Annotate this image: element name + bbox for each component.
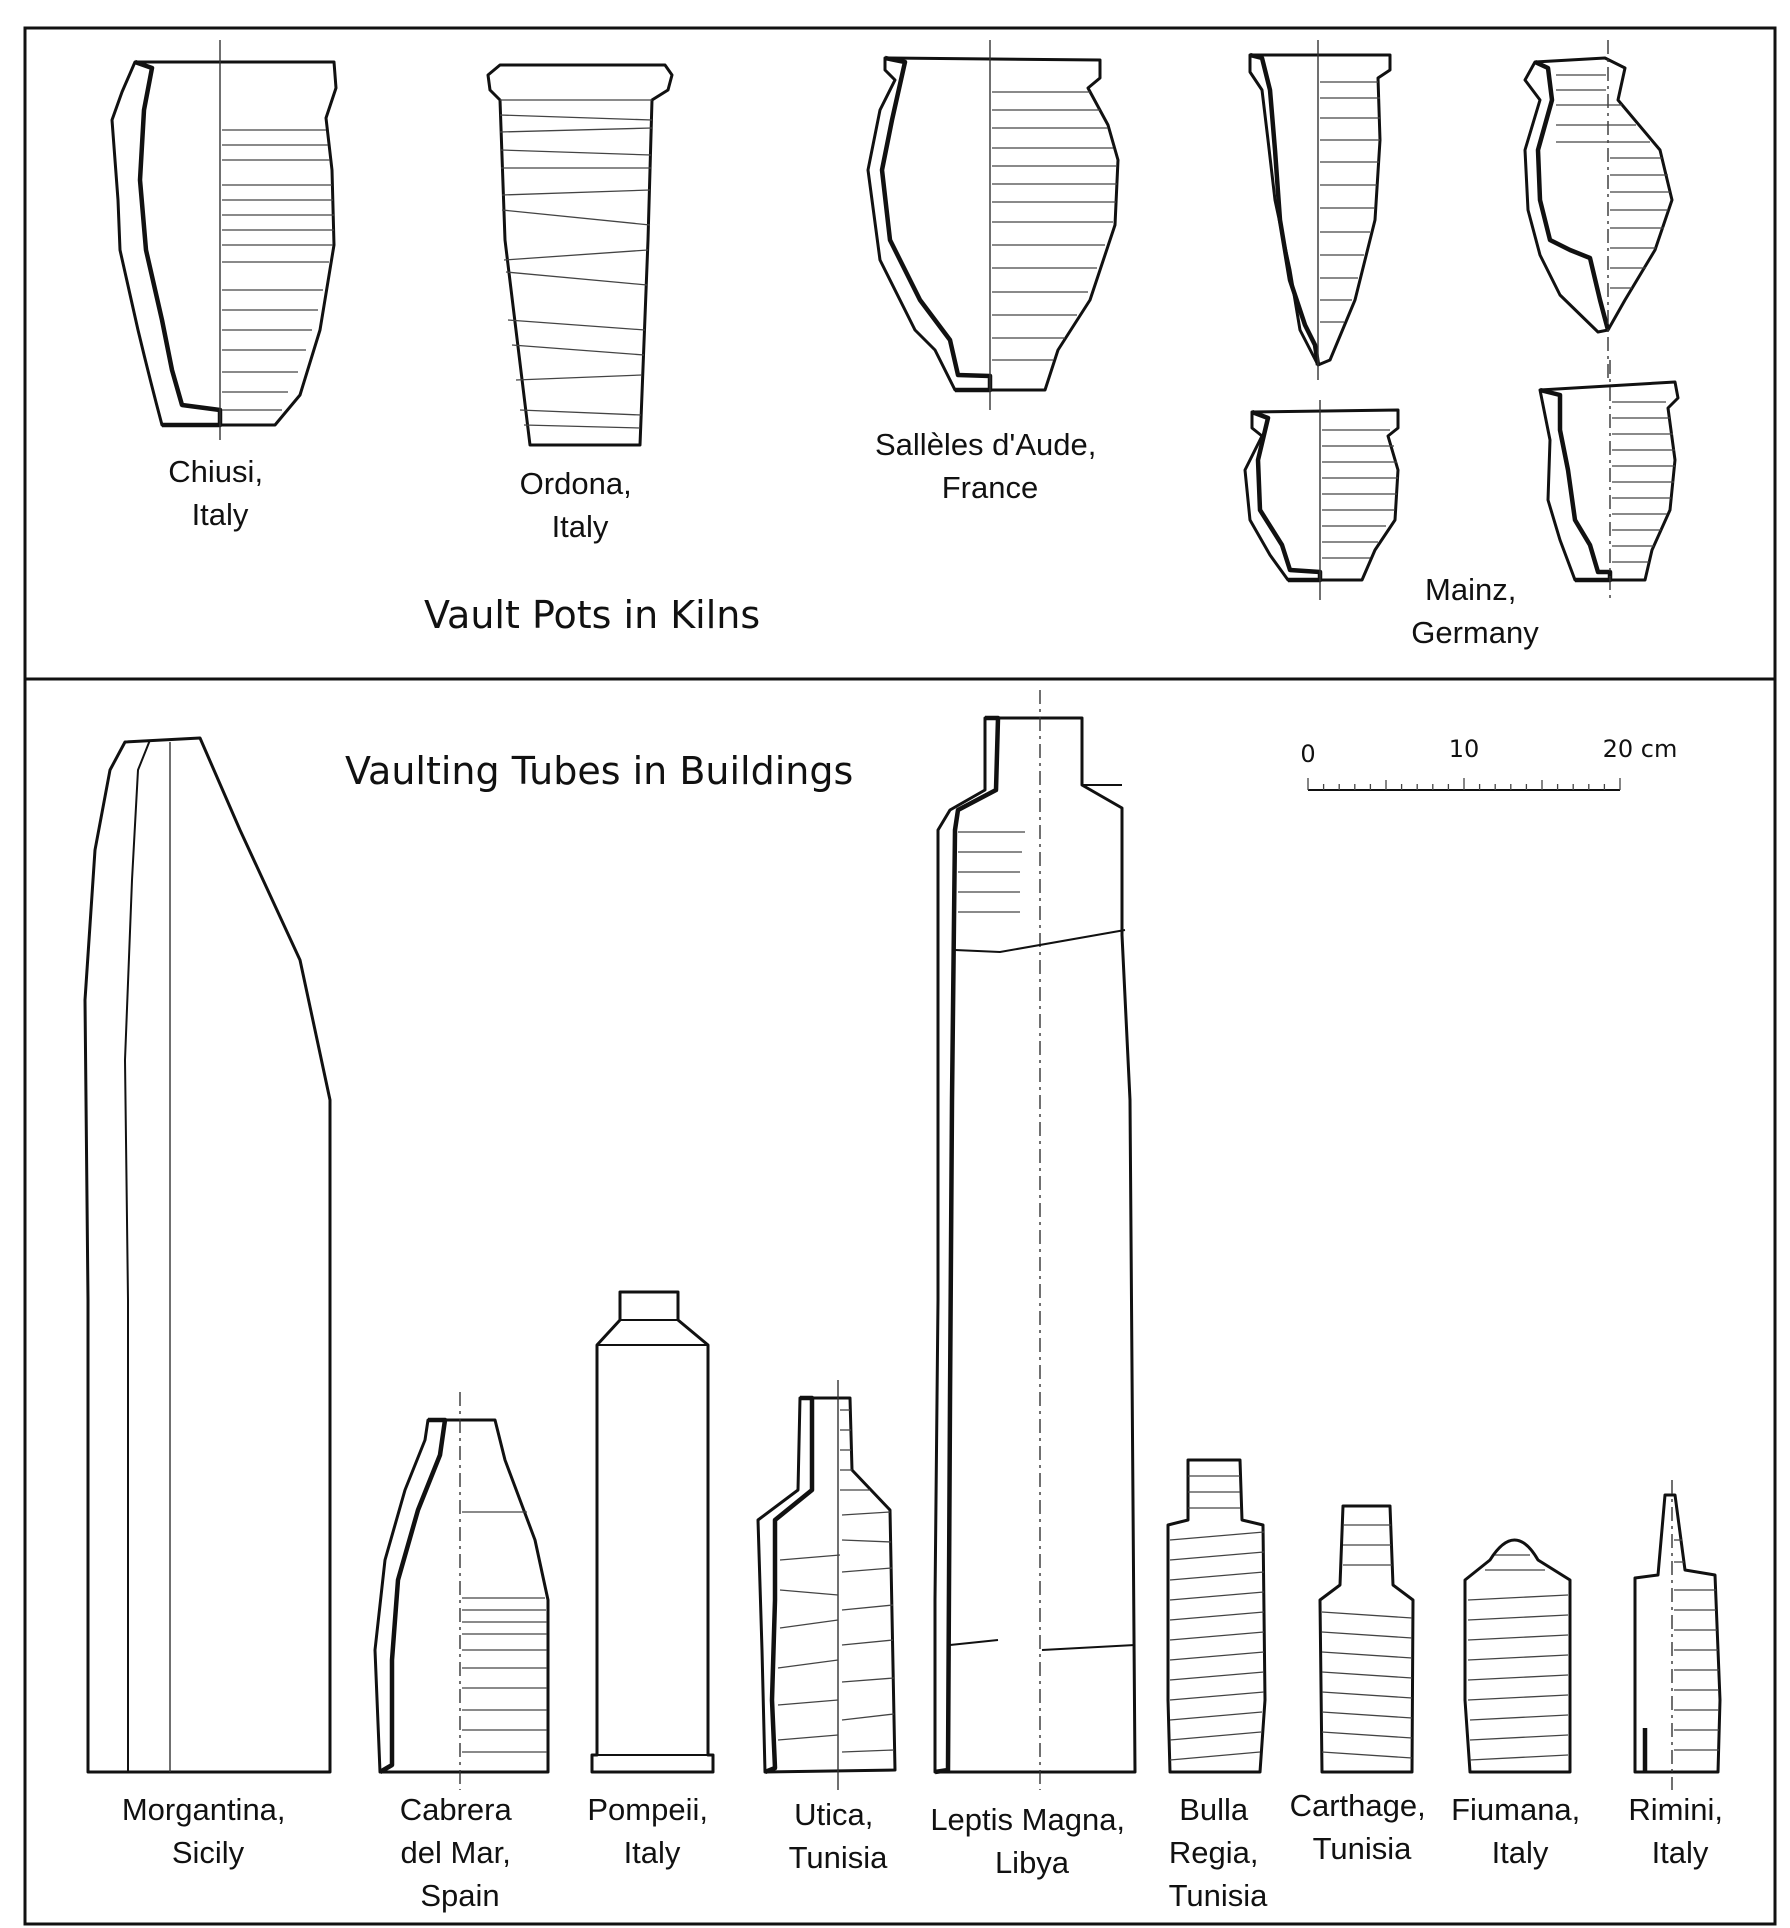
tube-carthage bbox=[1318, 1504, 1415, 1774]
label-morgantina: Morgantina, Sicily bbox=[122, 1792, 294, 1870]
label-fiumana: Fiumana, Italy bbox=[1451, 1792, 1589, 1870]
scale-label-10: 10 bbox=[1449, 735, 1480, 763]
pot-ordona bbox=[486, 63, 674, 447]
label-utica: Utica, Tunisia bbox=[789, 1797, 889, 1875]
pot-mainz-3 bbox=[1243, 400, 1400, 600]
pot-mainz-1 bbox=[1248, 40, 1392, 380]
tube-utica bbox=[756, 1380, 897, 1790]
heading-vault-pots-in-kilns: Vault Pots in Kilns bbox=[424, 593, 760, 637]
label-mainz: Mainz, Germany bbox=[1411, 572, 1539, 650]
label-leptis-magna: Leptis Magna, Libya bbox=[930, 1802, 1133, 1880]
tube-pompeii bbox=[590, 1290, 715, 1774]
heading-vaulting-tubes: Vaulting Tubes in Buildings bbox=[345, 749, 853, 793]
label-bulla-regia: Bulla Regia, Tunisia bbox=[1169, 1792, 1269, 1913]
pot-chiusi bbox=[110, 40, 338, 440]
tube-bulla-regia bbox=[1166, 1458, 1267, 1774]
pot-mainz-2 bbox=[1523, 40, 1674, 380]
pot-salleles-daude bbox=[866, 40, 1120, 410]
scale-label-20: 20 cm bbox=[1603, 735, 1678, 763]
label-chiusi: Chiusi, Italy bbox=[168, 454, 271, 532]
tube-morgantina bbox=[83, 736, 332, 1774]
figure-border bbox=[23, 26, 1777, 1926]
tube-cabrera-del-mar bbox=[373, 1392, 550, 1790]
label-cabrera-del-mar: Cabrera del Mar, Spain bbox=[400, 1792, 521, 1913]
scale-bar: 0 10 20 cm bbox=[1300, 735, 1678, 791]
tube-fiumana bbox=[1463, 1538, 1572, 1774]
label-rimini: Rimini, Italy bbox=[1628, 1792, 1731, 1870]
label-ordona: Ordona, Italy bbox=[520, 466, 641, 544]
label-pompeii: Pompeii, Italy bbox=[587, 1792, 716, 1870]
pot-mainz-4 bbox=[1538, 360, 1680, 600]
tube-rimini bbox=[1633, 1480, 1722, 1790]
label-carthage: Carthage, Tunisia bbox=[1290, 1788, 1435, 1866]
tube-leptis-magna bbox=[933, 690, 1137, 1790]
label-salleles-daude: Sallèles d'Aude, France bbox=[875, 427, 1105, 505]
scale-label-0: 0 bbox=[1300, 740, 1315, 768]
